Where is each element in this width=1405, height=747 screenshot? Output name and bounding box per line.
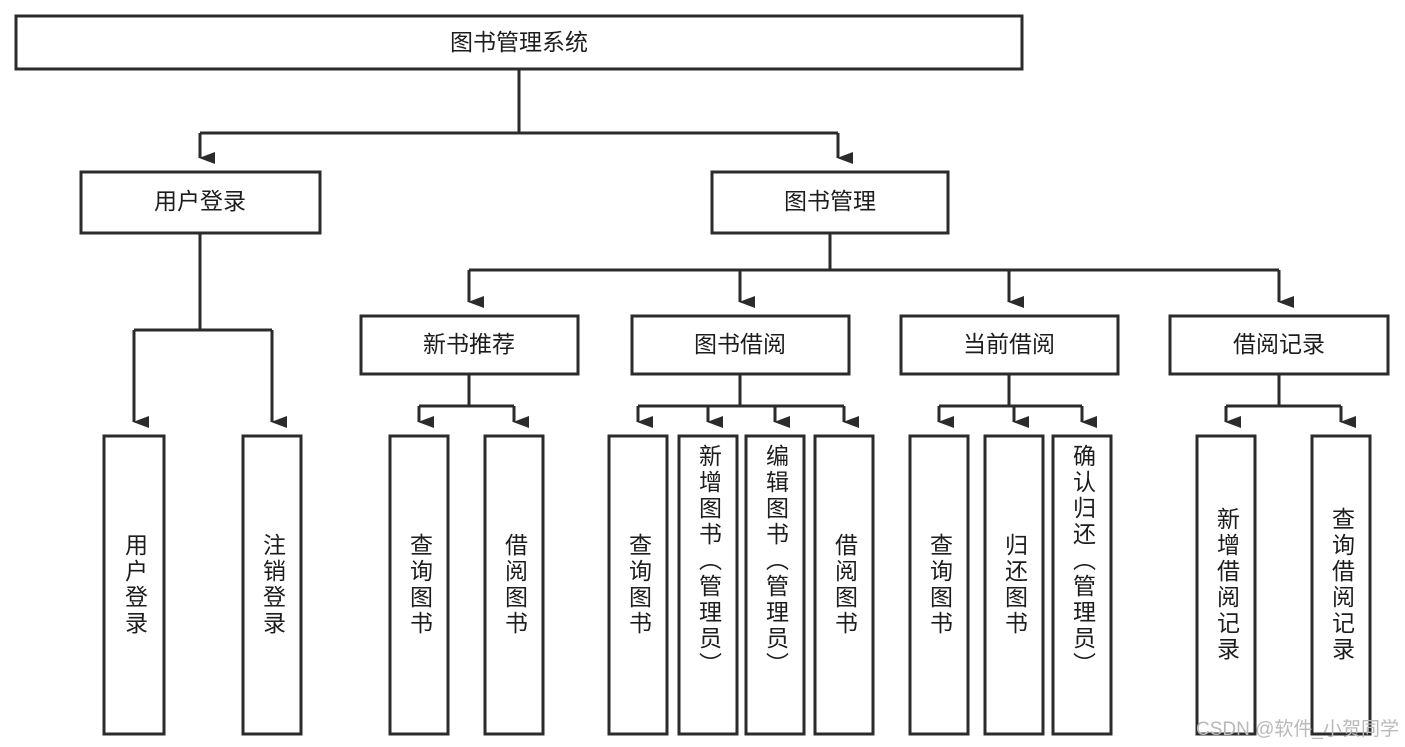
node-new-book-recommend-label: 新书推荐 [423, 331, 515, 357]
connector-borrowrecord-to-leaves [1224, 374, 1356, 428]
node-book-borrow[interactable]: 图书借阅 [630, 314, 851, 376]
node-root-label: 图书管理系统 [450, 29, 588, 55]
node-book-borrow-box[interactable] [630, 314, 851, 376]
connector-bookborrow-to-leaves [636, 374, 859, 428]
node-borrow-record[interactable]: 借阅记录 [1168, 314, 1390, 376]
node-book-manage[interactable]: 图书管理 [710, 170, 950, 235]
node-root-box[interactable] [14, 14, 1024, 71]
node-new-book-recommend[interactable]: 新书推荐 [359, 314, 580, 376]
leaf-box-add-borrow-record[interactable] [1195, 434, 1257, 736]
connector-bookmanage-to-level3 [467, 233, 1294, 308]
node-current-borrow-label: 当前借阅 [963, 331, 1055, 357]
leaf-box-edit-book-admin[interactable] [744, 434, 806, 736]
node-user-login[interactable]: 用户登录 [79, 170, 322, 235]
node-book-manage-label: 图书管理 [784, 188, 876, 214]
connector-currentborrow-to-leaves [937, 374, 1097, 428]
connector-userlogin-to-leaves [132, 233, 287, 428]
connector-newbook-to-leaves [417, 374, 529, 428]
node-current-borrow[interactable]: 当前借阅 [899, 314, 1120, 376]
node-user-login-label: 用户登录 [154, 188, 246, 214]
leaf-boxes [102, 434, 1372, 736]
node-borrow-record-box[interactable] [1168, 314, 1390, 376]
node-borrow-record-label: 借阅记录 [1233, 331, 1325, 357]
leaf-box-borrow-book-1[interactable] [483, 434, 545, 736]
leaf-box-query-book-1[interactable] [388, 434, 450, 736]
watermark-text: CSDN @软件_小贺同学 [1196, 719, 1399, 740]
node-current-borrow-box[interactable] [899, 314, 1120, 376]
node-book-borrow-label: 图书借阅 [694, 331, 786, 357]
leaf-box-borrow-book-2[interactable] [813, 434, 875, 736]
leaf-box-logout[interactable] [241, 434, 303, 736]
leaf-box-confirm-return-admin[interactable] [1051, 434, 1113, 736]
leaf-box-query-book-2[interactable] [607, 434, 669, 736]
node-book-manage-box[interactable] [710, 170, 950, 235]
leaf-box-user-login[interactable] [102, 434, 166, 736]
node-user-login-box[interactable] [79, 170, 322, 235]
node-new-book-recommend-box[interactable] [359, 314, 580, 376]
node-root[interactable]: 图书管理系统 [14, 14, 1024, 71]
leaf-box-query-borrow-record[interactable] [1310, 434, 1372, 736]
leaf-box-add-book-admin[interactable] [677, 434, 739, 736]
leaf-box-query-book-3[interactable] [908, 434, 970, 736]
connector-root-to-level2 [198, 69, 853, 164]
leaf-box-return-book[interactable] [983, 434, 1045, 736]
